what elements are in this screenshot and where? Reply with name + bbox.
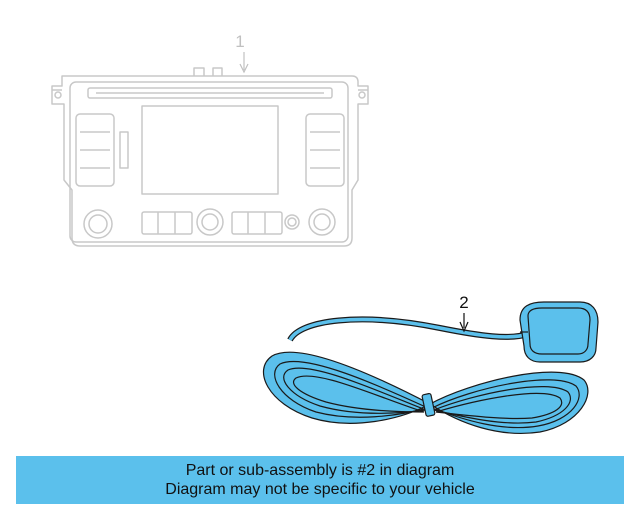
antenna-cable-assembly [262,301,599,434]
banner-line-1: Part or sub-assembly is #2 in diagram [185,462,455,479]
radio-head-unit [51,67,369,247]
callout-2-arrowhead [459,321,469,333]
info-banner: Part or sub-assembly is #2 in diagram Di… [16,456,624,504]
banner-line-2: Diagram may not be specific to your vehi… [165,481,475,498]
callout-1-arrowhead [239,63,249,74]
callout-2: 2 [459,293,469,333]
callout-1: 1 [235,32,249,74]
callout-2-label: 2 [459,293,468,312]
callout-1-label: 1 [235,32,244,51]
